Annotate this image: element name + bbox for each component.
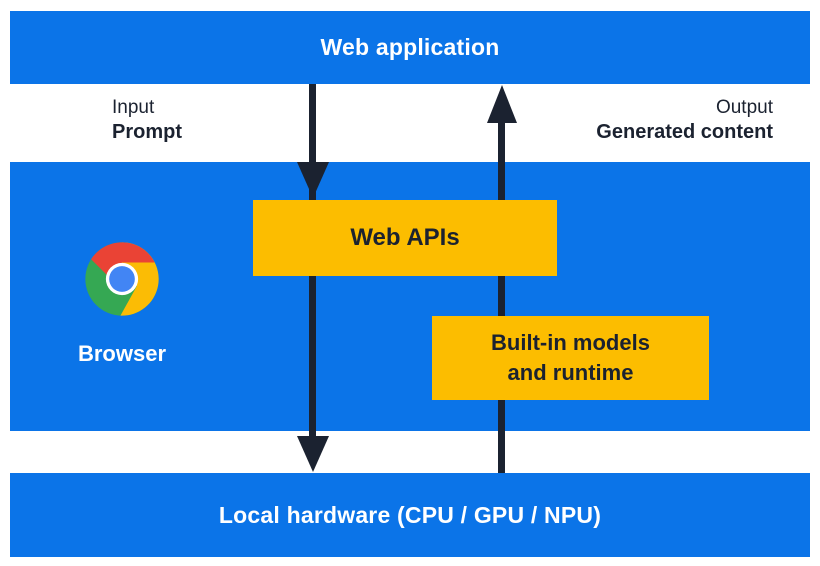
- input-title: Input: [112, 97, 155, 118]
- output-flow-arrow-line: [498, 118, 505, 473]
- built-in-models-box: Built-in models and runtime: [432, 316, 709, 400]
- local-hardware-label: Local hardware (CPU / GPU / NPU): [218, 501, 602, 528]
- input-label-group: Input Prompt: [112, 96, 182, 145]
- arrow-down-icon: [297, 162, 329, 198]
- arrow-up-icon: [487, 85, 517, 123]
- output-value-generated-content: Generated content: [596, 121, 773, 143]
- output-title: Output: [715, 97, 773, 118]
- output-label-group: Output Generated content: [596, 96, 773, 145]
- local-hardware-layer: Local hardware (CPU / GPU / NPU): [10, 473, 810, 557]
- arrow-down-icon: [297, 436, 329, 472]
- built-in-models-label-line2: and runtime: [507, 360, 634, 385]
- web-apis-box: Web APIs: [253, 200, 557, 276]
- chrome-browser-icon: [85, 242, 159, 316]
- web-application-layer: Web application: [10, 11, 810, 84]
- browser-label: Browser: [77, 341, 167, 366]
- web-apis-label: Web APIs: [350, 224, 460, 251]
- web-application-label: Web application: [320, 34, 500, 60]
- built-in-models-label-line1: Built-in models: [491, 330, 650, 355]
- input-value-prompt: Prompt: [112, 121, 182, 143]
